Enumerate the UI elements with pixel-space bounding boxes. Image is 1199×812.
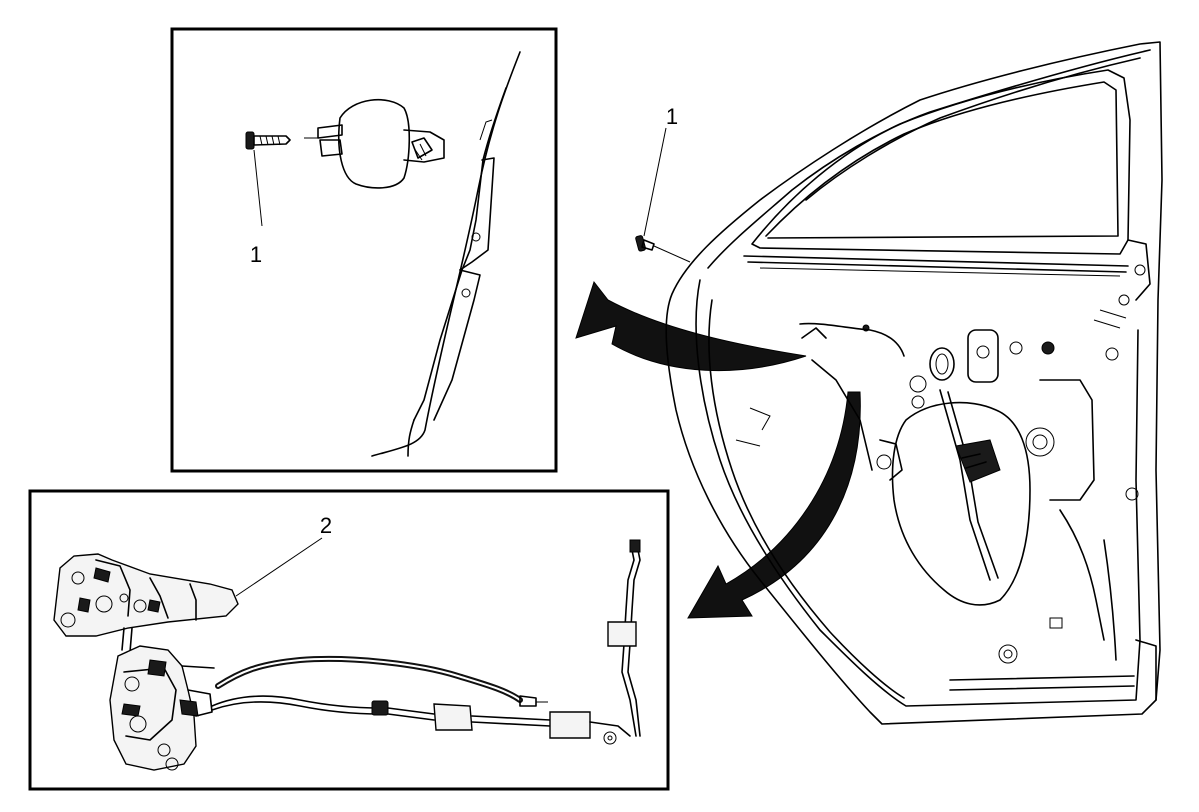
top-inset: 1 [170,27,558,473]
arrow-to-top-inset [575,280,807,372]
door-edge-panel [371,51,521,457]
callout-leader-door [643,127,667,237]
handle-frame-assembly [53,553,239,653]
callout-leader-inset-top [253,149,263,227]
latch-cables [211,655,631,745]
bottom-inset: 2 [28,489,670,791]
fastener-bolt [245,131,291,150]
door-handle-cap [304,99,445,189]
top-inset-frame [170,27,558,473]
door-fastener-bolt [635,235,691,263]
callout-leader-inset-bottom [235,537,323,597]
arrow-to-bottom-inset [687,391,861,619]
callout-number-door: 1 [666,104,678,129]
actuator-rod [607,539,641,737]
callout-number-inset-bottom: 2 [320,513,332,538]
door-latch-assembly [109,645,215,771]
front-door-panel [665,41,1163,725]
callout-number-inset-top: 1 [250,242,262,267]
